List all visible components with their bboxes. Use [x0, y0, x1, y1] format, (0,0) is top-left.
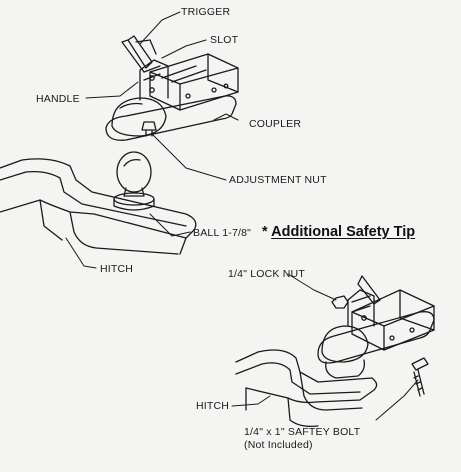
hitch-bottom: [235, 349, 378, 428]
label-lock-nut: 1/4" LOCK NUT: [228, 268, 305, 280]
ball-hitch-top: [0, 151, 197, 255]
additional-safety-tip-heading: * Additional Safety Tip: [262, 224, 415, 240]
label-adjustment-nut: ADJUSTMENT NUT: [229, 174, 327, 186]
label-coupler: COUPLER: [249, 118, 302, 130]
tip-text: Additional Safety Tip: [271, 224, 416, 240]
label-ball-size: BALL 1-7/8": [193, 227, 252, 239]
label-not-included: (Not Included): [244, 439, 313, 451]
label-slot: SLOT: [210, 34, 239, 46]
label-hitch-bottom: HITCH: [196, 400, 230, 412]
coupler-bottom: [317, 275, 435, 397]
tip-asterisk: *: [262, 224, 268, 240]
label-safety-bolt: 1/4" x 1" SAFTEY BOLT: [244, 426, 361, 438]
label-hitch-top: HITCH: [100, 263, 134, 275]
label-handle: HANDLE: [36, 93, 80, 105]
leader-lines: [65, 11, 419, 421]
label-trigger: TRIGGER: [181, 6, 231, 18]
coupler-top: [105, 35, 239, 141]
